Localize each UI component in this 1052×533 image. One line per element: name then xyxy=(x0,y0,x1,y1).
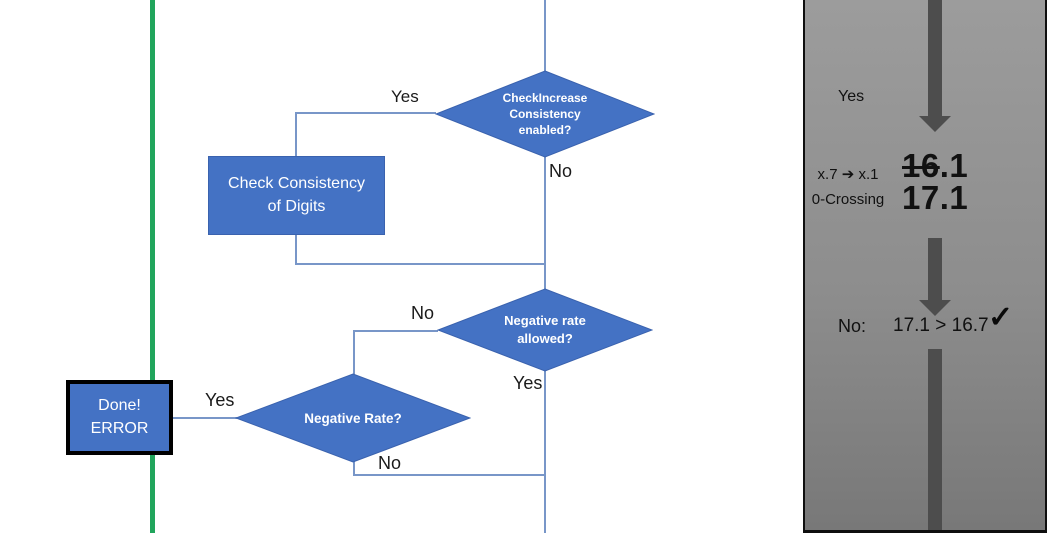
terminal-done-error: Done! ERROR xyxy=(66,380,173,455)
connector-no-branch-mid xyxy=(353,330,438,332)
decision-negative-rate-allowed: Negative rate allowed? xyxy=(437,288,653,372)
panel-old-value-rest: .1 xyxy=(939,147,969,184)
terminal-label-line: Done! xyxy=(98,397,141,415)
branch-label-yes-mid: Yes xyxy=(513,373,543,393)
down-arrow-shaft xyxy=(928,0,942,116)
diamond-shape-icon xyxy=(235,373,471,463)
decision-checkincrease-consistency: CheckIncrease Consistency enabled? xyxy=(435,70,655,158)
panel-old-value: 16.1 xyxy=(902,147,969,184)
connector-to-done-box xyxy=(172,417,237,419)
panel-yes-label: Yes xyxy=(838,88,865,105)
connector-no-branch-main xyxy=(544,156,546,289)
branch-label-no-mid: No xyxy=(411,303,435,323)
connector-to-negrate-diamond xyxy=(353,330,355,374)
connector-yes-branch-top xyxy=(295,112,436,114)
diamond-shape-icon xyxy=(437,288,653,372)
checkmark-icon: ✓ xyxy=(988,301,1014,334)
decision-label-line: CheckIncrease xyxy=(502,90,588,105)
connector-rejoin-bottom xyxy=(353,474,545,476)
decision-negative-rate: Negative Rate? xyxy=(235,373,471,463)
branch-label-no-top: No xyxy=(549,161,573,181)
process-check-consistency: Check Consistency of Digits xyxy=(208,156,385,235)
panel-old-value-struck: 16 xyxy=(902,147,940,184)
down-arrow-shaft xyxy=(928,238,942,300)
decision-label-line: enabled? xyxy=(518,123,572,138)
terminal-label-line: ERROR xyxy=(90,419,149,437)
branch-label-yes-done: Yes xyxy=(205,390,235,410)
decision-label-line: Negative rate xyxy=(504,313,586,329)
connector-top-entry xyxy=(544,0,546,72)
decision-label: Negative Rate? xyxy=(235,373,471,463)
decision-label: CheckIncrease Consistency enabled? xyxy=(435,70,655,158)
down-arrow-head-icon xyxy=(919,300,951,316)
branch-label-yes-top: Yes xyxy=(391,87,419,106)
panel-values: 16.1 17.1 xyxy=(902,147,969,216)
down-arrow-shaft xyxy=(928,349,942,530)
connector-from-negrate-diamond xyxy=(353,461,355,476)
panel-rule-text: x.7 ➔ x.1 0-Crossing xyxy=(805,162,891,212)
connector-yes-branch-down xyxy=(544,371,546,533)
branch-label-no-bottom: No xyxy=(378,453,402,473)
process-label-line: Check Consistency xyxy=(228,175,365,193)
process-label-line: of Digits xyxy=(267,197,326,215)
panel-rule-line1: x.7 ➔ x.1 xyxy=(817,166,879,183)
panel-comparison: 17.1 > 16.7 xyxy=(893,315,989,336)
diamond-shape-icon xyxy=(435,70,655,158)
annotation-panel: Yes x.7 ➔ x.1 0-Crossing 16.1 17.1 No: 1… xyxy=(803,0,1047,533)
decision-label: Negative rate allowed? xyxy=(437,288,653,372)
decision-label-line: Negative Rate? xyxy=(304,410,402,426)
panel-new-value: 17.1 xyxy=(902,179,969,216)
green-divider-line xyxy=(150,0,155,533)
panel-no-label: No: xyxy=(838,316,867,336)
panel-rule-line2: 0-Crossing xyxy=(811,191,885,208)
decision-label-line: Consistency xyxy=(509,106,581,121)
decision-label-line: allowed? xyxy=(517,331,573,346)
connector-rejoin-main xyxy=(295,263,545,265)
connector-from-check-rect xyxy=(295,234,297,264)
down-arrow-head-icon xyxy=(919,116,951,132)
connector-to-check-rect xyxy=(295,112,297,157)
